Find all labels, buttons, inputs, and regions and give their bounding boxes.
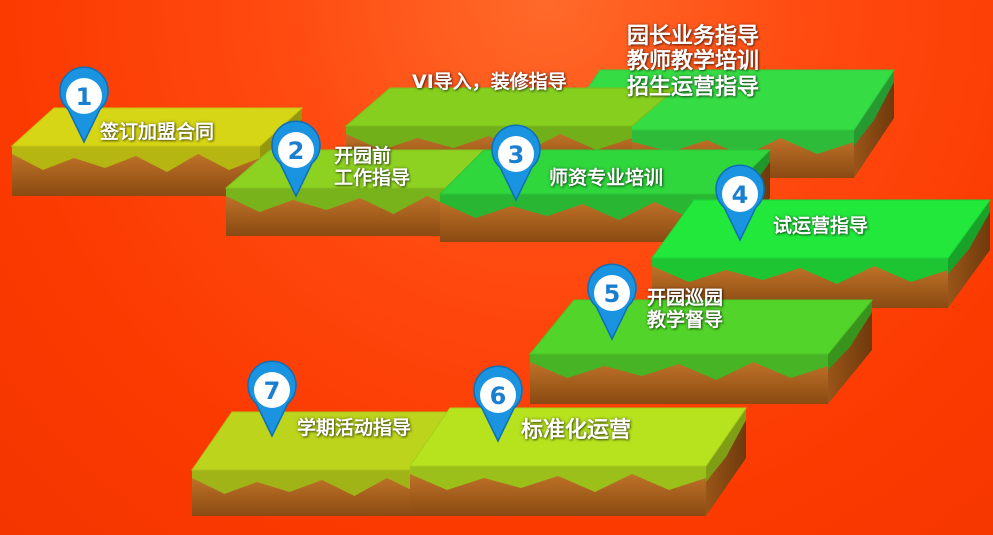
step-number: 5 (604, 280, 621, 308)
step-number: 7 (264, 377, 281, 405)
step-number: 4 (732, 181, 749, 209)
tile-grass-side (828, 300, 872, 370)
pin-inner-circle (722, 176, 758, 212)
step-label: 试运营指导 (773, 215, 869, 238)
tile-grass-edge (530, 354, 828, 380)
tile-grass-edge (440, 194, 726, 220)
step-number: 2 (288, 137, 305, 165)
step-number: 1 (76, 83, 93, 111)
step-label-line: 教师教学培训 (627, 49, 760, 75)
pin-inner-circle (480, 377, 516, 413)
step-label-line: 学期活动指导 (297, 417, 412, 439)
tile-grass-side (854, 70, 894, 146)
location-pin-icon: 1 (59, 66, 109, 144)
pin-inner-circle (278, 132, 314, 168)
step-label-line: 招生运营指导 (627, 74, 760, 100)
location-pin-icon: 7 (247, 360, 297, 438)
step-label-line: 园长业务指导 (627, 24, 760, 49)
step-label: 签订加盟合同 (100, 121, 215, 144)
pin-inner-circle (254, 372, 290, 408)
pin-inner-circle (66, 78, 102, 114)
step-number: 6 (490, 382, 507, 410)
step-label: VI导入，装修指导 (412, 71, 567, 94)
tile-grass-edge (652, 258, 948, 284)
tile-front-soil (12, 146, 260, 196)
step-label: 开园前工作指导 (334, 145, 411, 190)
tile-front-soil (410, 466, 706, 516)
location-pin-icon: 3 (491, 124, 541, 202)
pin-inner-circle (594, 275, 630, 311)
step-label-line: 师资专业培训 (549, 167, 664, 189)
tile-front-soil (652, 258, 948, 308)
location-pin-icon: 5 (587, 263, 637, 341)
step-label-line: 签订加盟合同 (100, 121, 215, 143)
pin-inner-circle (498, 136, 534, 172)
tile-top-grass (344, 87, 678, 127)
tile-grass-edge (12, 146, 260, 172)
tile-grass-edge (226, 188, 494, 214)
step-tile (651, 199, 991, 308)
location-pin-icon: 2 (271, 120, 321, 198)
location-pin-icon: 6 (473, 365, 523, 443)
tile-grass-side (706, 408, 746, 482)
step-label: 学期活动指导 (297, 417, 412, 440)
step-label-line: 标准化运营 (521, 418, 632, 443)
step-label-line: 开园巡园 (647, 287, 724, 309)
step-label: 园长业务指导教师教学培训招生运营指导 (627, 24, 759, 100)
tile-grass-edge (346, 126, 632, 152)
step-label-line: 试运营指导 (773, 215, 869, 237)
step-label-line: 教学督导 (647, 308, 724, 331)
tile-grass-edge (560, 130, 854, 156)
tile-grass-edge (410, 466, 706, 492)
step-label-line: 工作指导 (334, 166, 411, 189)
tile-front-soil (530, 354, 828, 404)
tile-grass-side (948, 200, 990, 274)
step-label-line: VI导入，装修指导 (412, 71, 567, 93)
step-label: 标准化运营 (521, 418, 631, 443)
step-label: 开园巡园教学督导 (647, 287, 724, 332)
step-label-line: 开园前 (334, 145, 392, 167)
location-pin-icon: 4 (715, 164, 765, 242)
tile-grass-edge (192, 470, 452, 496)
step-number: 3 (508, 141, 525, 169)
step-label: 师资专业培训 (549, 167, 664, 190)
